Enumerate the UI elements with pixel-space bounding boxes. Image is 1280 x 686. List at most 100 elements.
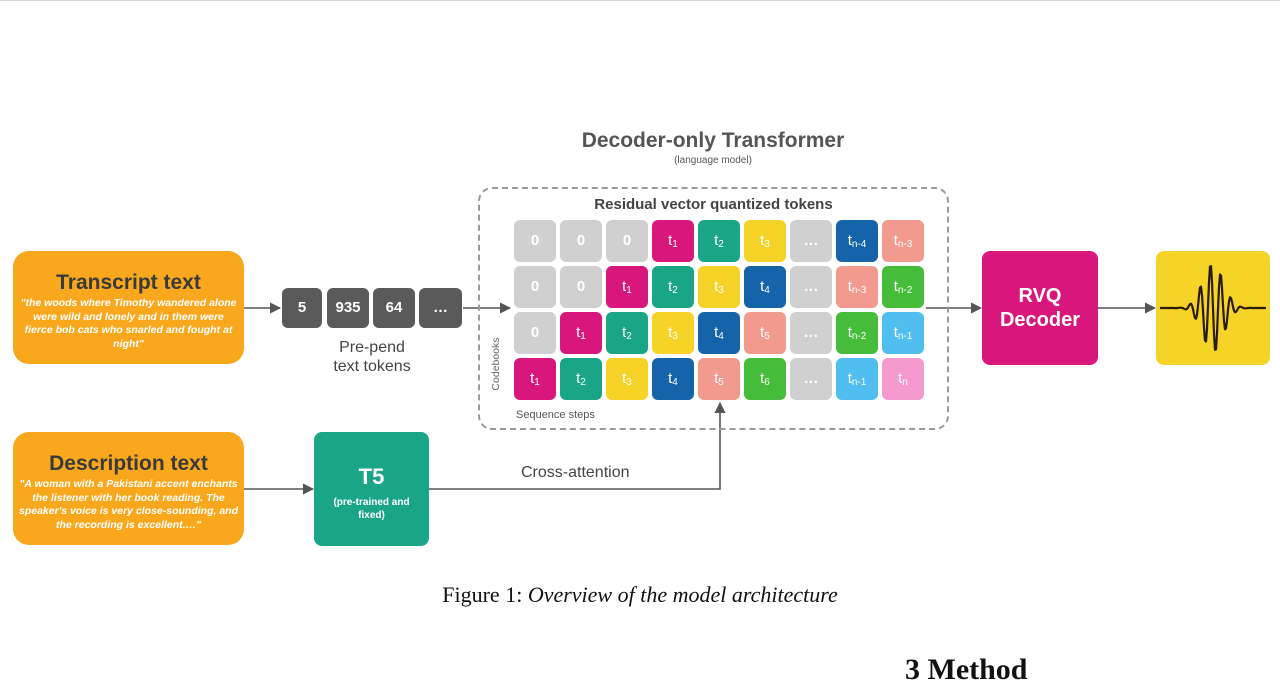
token-cell: t3 bbox=[698, 266, 740, 308]
token-cell-subscript: 4 bbox=[672, 377, 678, 388]
cross-attention-label: Cross-attention bbox=[521, 464, 630, 481]
token-cell-subscript: n bbox=[902, 377, 908, 388]
token-cell: tn-3 bbox=[836, 266, 878, 308]
token-cell: tn-2 bbox=[836, 312, 878, 354]
token-cell-label: 0 bbox=[530, 324, 540, 341]
token-cell-label: … bbox=[803, 324, 819, 341]
token-cell-label: 0 bbox=[576, 232, 586, 249]
token-cell-label: t bbox=[893, 232, 898, 249]
figure-caption-text: Overview of the model architecture bbox=[527, 582, 838, 607]
token-cell-label: t bbox=[760, 278, 765, 295]
token-cell-label: t bbox=[668, 232, 673, 249]
description-quote: "A woman with a Pakistani accent enchant… bbox=[19, 478, 239, 531]
transcript-quote: "the woods where Timothy wandered alone … bbox=[20, 297, 237, 350]
figure-caption: Figure 1: Overview of the model architec… bbox=[0, 582, 1280, 608]
token-cell-label: 0 bbox=[530, 278, 540, 295]
token-cell: t1 bbox=[652, 220, 694, 262]
token-cell-label: t bbox=[714, 324, 719, 341]
audio-waveform-box bbox=[1156, 251, 1270, 365]
token-cell: tn-2 bbox=[882, 266, 924, 308]
token-cell-subscript: 2 bbox=[626, 331, 632, 342]
token-cell-label: t bbox=[893, 324, 898, 341]
sequence-steps-label: Sequence steps bbox=[516, 409, 595, 421]
token-cell: t4 bbox=[652, 358, 694, 400]
token-cell: … bbox=[790, 266, 832, 308]
t5-title: T5 bbox=[358, 464, 385, 489]
waveform-icon bbox=[1159, 265, 1267, 351]
token-cell: tn-4 bbox=[836, 220, 878, 262]
transformer-container bbox=[478, 187, 949, 430]
token-cell: … bbox=[790, 312, 832, 354]
token-cell: t1 bbox=[606, 266, 648, 308]
token-cell: 0 bbox=[606, 220, 648, 262]
token-cell-subscript: 1 bbox=[672, 239, 678, 250]
codebooks-axis-label: Codebooks bbox=[490, 337, 502, 391]
token-cell-subscript: 2 bbox=[718, 239, 724, 250]
token-cell: 0 bbox=[560, 266, 602, 308]
transformer-title: Decoder-only Transformer bbox=[581, 129, 845, 152]
token-cell-label: t bbox=[847, 370, 852, 387]
token-cell: t2 bbox=[560, 358, 602, 400]
token-cell: t6 bbox=[744, 358, 786, 400]
token-cell-label: t bbox=[714, 370, 719, 387]
token-cell-label: t bbox=[898, 370, 903, 387]
token-cell-subscript: 1 bbox=[626, 285, 632, 296]
t5-box: T5 (pre-trained and fixed) bbox=[314, 432, 429, 546]
token-cell: tn bbox=[882, 358, 924, 400]
text-token: 64 bbox=[373, 288, 415, 328]
top-rule bbox=[0, 0, 1280, 1]
token-cell: t2 bbox=[606, 312, 648, 354]
token-cell-label: … bbox=[803, 278, 819, 295]
token-cell-subscript: 3 bbox=[626, 377, 632, 388]
token-cell: 0 bbox=[514, 266, 556, 308]
token-cell-subscript: 3 bbox=[718, 285, 724, 296]
token-cell-label: t bbox=[714, 232, 719, 249]
token-cell: … bbox=[790, 358, 832, 400]
token-cell-subscript: n-1 bbox=[851, 377, 867, 388]
token-cell-label: t bbox=[760, 370, 765, 387]
token-cell-subscript: 6 bbox=[764, 377, 770, 388]
rvq-decoder-box: RVQ Decoder bbox=[982, 251, 1098, 365]
token-cell-subscript: 3 bbox=[764, 239, 770, 250]
token-cell-label: t bbox=[668, 324, 673, 341]
description-title: Description text bbox=[49, 452, 208, 475]
description-text-box: Description text "A woman with a Pakista… bbox=[13, 432, 244, 545]
token-cell-subscript: n-3 bbox=[851, 285, 867, 296]
token-cell-label: t bbox=[847, 324, 852, 341]
token-cell-subscript: 2 bbox=[672, 285, 678, 296]
token-cell: tn-1 bbox=[836, 358, 878, 400]
token-cell: t1 bbox=[514, 358, 556, 400]
token-cell: … bbox=[790, 220, 832, 262]
token-cell: t3 bbox=[652, 312, 694, 354]
token-cell-label: t bbox=[760, 324, 765, 341]
connector-arrows bbox=[244, 302, 1157, 495]
token-cell-label: t bbox=[530, 370, 535, 387]
token-cell-label: t bbox=[847, 278, 852, 295]
arrow-cross-attention bbox=[429, 401, 726, 490]
text-token: … bbox=[419, 288, 462, 328]
token-cell: t4 bbox=[744, 266, 786, 308]
token-cell-label: … bbox=[803, 370, 819, 387]
token-cell: 0 bbox=[514, 312, 556, 354]
token-cell-label: t bbox=[847, 232, 852, 249]
token-cell-subscript: 5 bbox=[718, 377, 724, 388]
token-cell-label: 0 bbox=[622, 232, 632, 249]
transcript-text-box: Transcript text "the woods where Timothy… bbox=[13, 251, 244, 364]
token-cell-subscript: 3 bbox=[672, 331, 678, 342]
token-cell-label: … bbox=[803, 232, 819, 249]
token-cell: t1 bbox=[560, 312, 602, 354]
token-cell-label: 0 bbox=[530, 232, 540, 249]
next-section-heading: 3 Method bbox=[905, 653, 1028, 686]
token-cell-subscript: 4 bbox=[718, 331, 724, 342]
token-cell-label: t bbox=[668, 370, 673, 387]
token-cell-subscript: 1 bbox=[534, 377, 540, 388]
token-cell-subscript: 1 bbox=[580, 331, 586, 342]
token-cell-label: 0 bbox=[576, 278, 586, 295]
token-cell-label: t bbox=[893, 278, 898, 295]
token-cell: t3 bbox=[744, 220, 786, 262]
token-cell: t5 bbox=[744, 312, 786, 354]
grid-title: Residual vector quantized tokens bbox=[594, 196, 833, 213]
token-cell: 0 bbox=[514, 220, 556, 262]
token-cell-subscript: 2 bbox=[580, 377, 586, 388]
token-cell-label: t bbox=[714, 278, 719, 295]
